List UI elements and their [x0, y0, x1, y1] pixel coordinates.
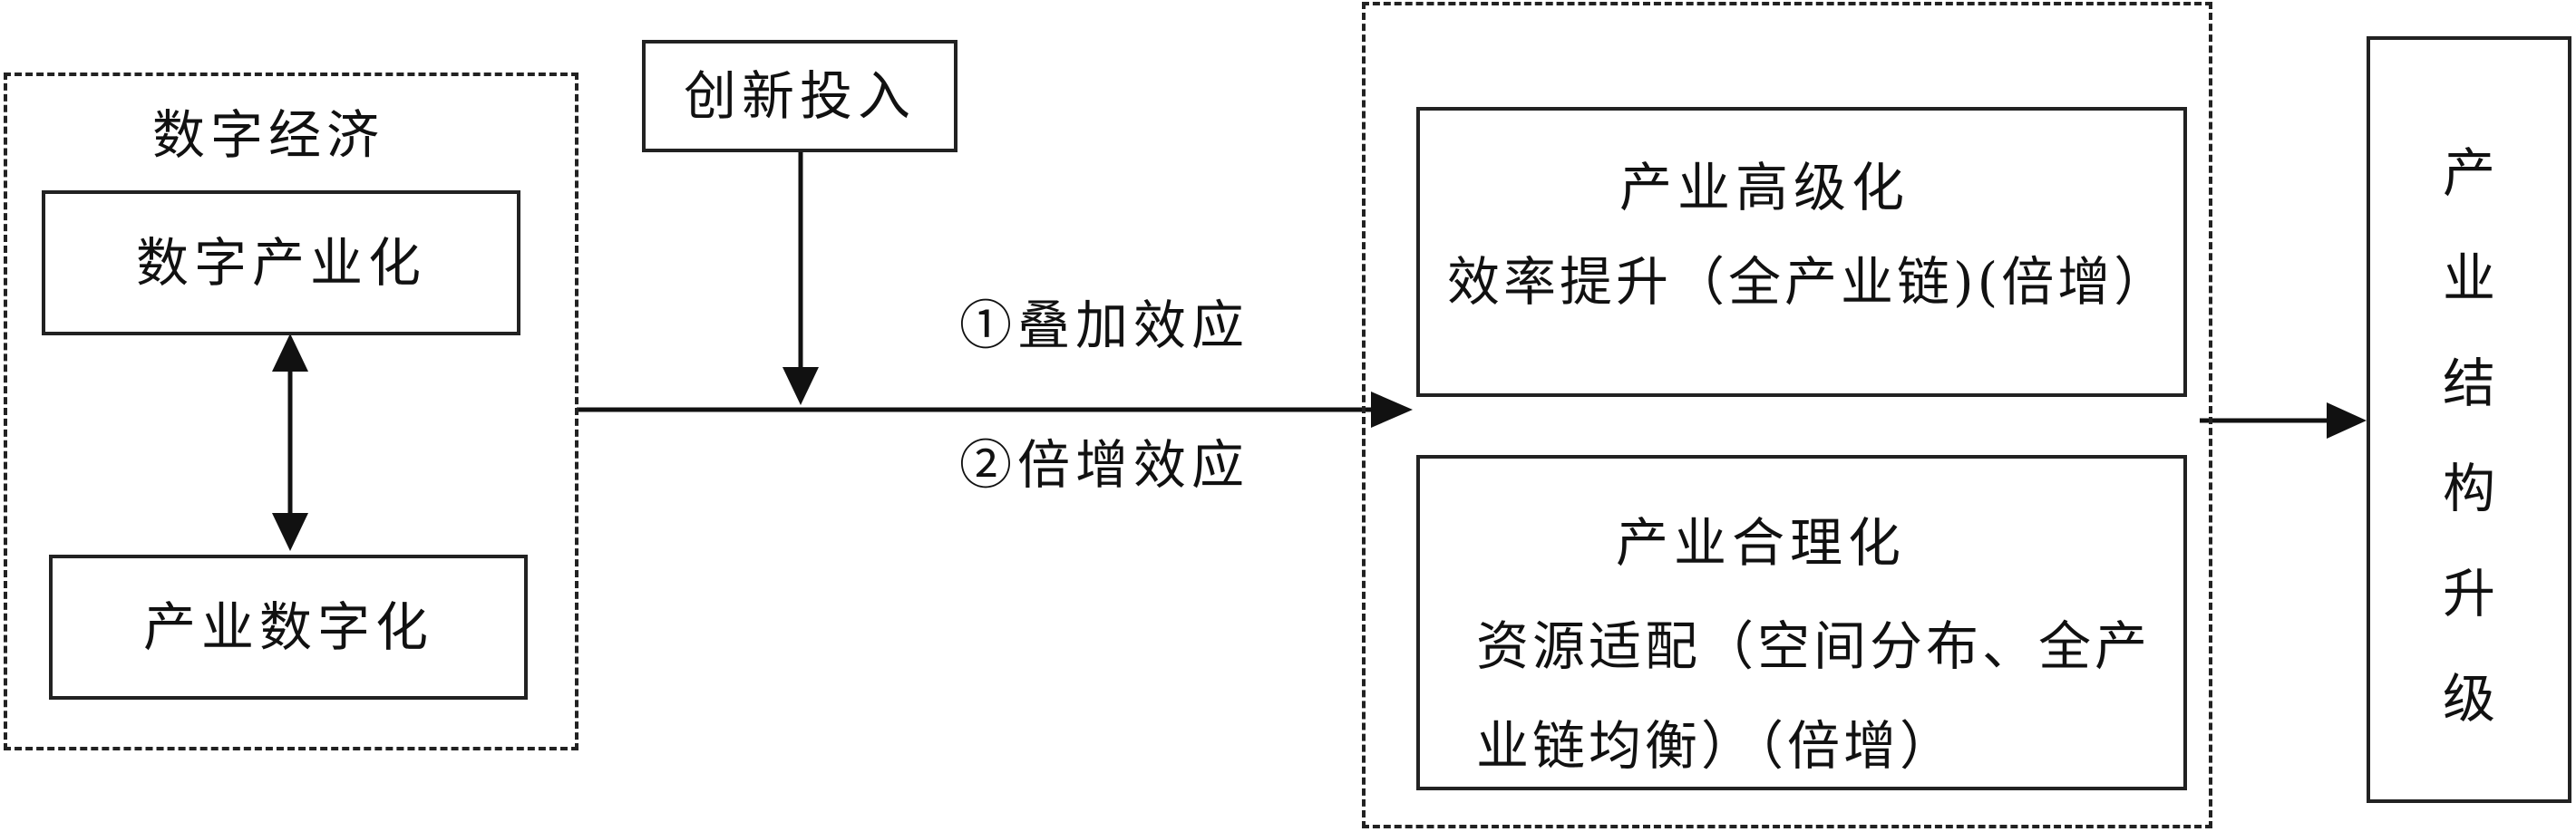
- innovation-arrow-head: [783, 367, 819, 405]
- innovation-input-box: 创新投入: [642, 40, 957, 152]
- industry-advanced-desc: 效率提升（全产业链)(倍增）: [1447, 251, 2171, 313]
- double-arrow-head-down: [272, 513, 308, 551]
- industry-rational-desc-line1: 资源适配（空间分布、全产: [1476, 615, 2152, 677]
- digital-economy-title: 数字经济: [152, 104, 385, 166]
- result-char-6: 级: [2442, 668, 2495, 730]
- innovation-input-label: 创新投入: [683, 65, 916, 127]
- result-char-1: 产: [2442, 142, 2495, 204]
- result-char-5: 升: [2442, 563, 2495, 624]
- industry-advanced-box: 产业高级化 效率提升（全产业链)(倍增）: [1416, 107, 2187, 397]
- main-arrow-head: [1371, 392, 1413, 428]
- digital-industrialization-box: 数字产业化: [42, 190, 520, 335]
- industrial-structure-upgrade-label: 产 业 结 构 升 级: [2370, 147, 2568, 778]
- industrial-digitalization-label: 产业数字化: [142, 596, 433, 658]
- double-arrow-head-up: [272, 334, 308, 372]
- industrial-structure-upgrade-box: 产 业 结 构 升 级: [2367, 36, 2571, 803]
- digital-economy-group: [4, 73, 578, 750]
- result-char-3: 结: [2442, 353, 2495, 414]
- result-char-4: 构: [2442, 458, 2495, 519]
- industry-rational-desc-line2: 业链均衡）（倍增）: [1476, 715, 1957, 777]
- superposition-effect-label: ①叠加效应: [959, 295, 1250, 356]
- industry-rational-title: 产业合理化: [1616, 512, 1907, 574]
- industry-rational-box: 产业合理化 资源适配（空间分布、全产 业链均衡）（倍增）: [1416, 455, 2187, 790]
- industrial-digitalization-box: 产业数字化: [49, 555, 528, 700]
- result-arrow-head: [2327, 402, 2367, 439]
- multiplier-effect-label: ②倍增效应: [959, 434, 1250, 496]
- industry-advanced-title: 产业高级化: [1619, 157, 1910, 218]
- industry-upgrade-group: [1362, 2, 2212, 828]
- result-char-2: 业: [2442, 247, 2495, 309]
- digital-industrialization-label: 数字产业化: [135, 232, 426, 294]
